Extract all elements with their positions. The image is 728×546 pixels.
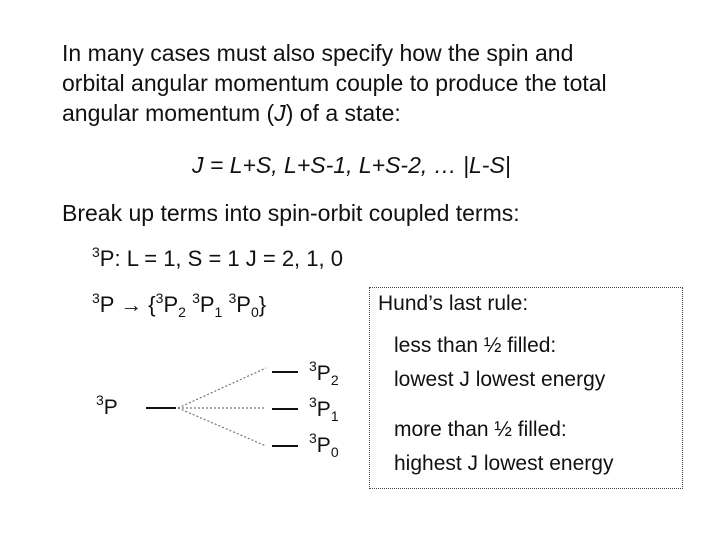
diagram-level-multiplicity: 3	[309, 430, 317, 446]
split-close-brace: }	[258, 292, 267, 317]
split-item-letter: P	[236, 292, 251, 317]
intro-line-3-end: ) of a state:	[285, 100, 401, 126]
split-arrow: → {	[114, 292, 156, 317]
split-item-letter: P	[199, 292, 215, 317]
term-multiplicity: 3	[92, 244, 100, 260]
split-item-letter: P	[163, 292, 179, 317]
hund-more-condition: more than ½ filled:	[394, 418, 567, 441]
split-item-j: 0	[250, 304, 259, 320]
diagram-level-j: 0	[330, 444, 339, 460]
diagram-level-letter: P	[316, 398, 331, 421]
intro-line-3: angular momentum (J) of a state:	[62, 98, 607, 128]
connector-dotted-line	[177, 367, 267, 409]
intro-line-3-start: angular momentum (	[62, 100, 275, 126]
hund-less-result: lowest J lowest energy	[394, 368, 606, 391]
coupling-equation-text: J = L+S, L+S-1, L+S-2, … |L-S|	[192, 152, 511, 178]
connector-dotted-line	[177, 407, 267, 447]
diagram-parent-letter: P	[103, 396, 118, 419]
hund-rule-box	[369, 287, 683, 489]
break-up-heading: Break up terms into spin-orbit coupled t…	[62, 200, 520, 226]
hund-rule-title: Hund’s last rule:	[378, 292, 529, 315]
split-item-multiplicity: 3	[192, 290, 200, 306]
split-item-multiplicity: 3	[228, 290, 237, 306]
diagram-parent-multiplicity: 3	[96, 392, 104, 408]
split-item-j: 1	[214, 304, 223, 320]
split-item-j: 2	[178, 304, 186, 320]
intro-line-1: In many cases must also specify how the …	[62, 40, 574, 66]
term-quantum-numbers: 3P: L = 1, S = 1 J = 2, 1, 0	[92, 244, 343, 272]
diagram-level-term: 3P0	[309, 431, 339, 460]
diagram-level-term: 3P2	[309, 359, 339, 388]
term-letter: P	[99, 246, 115, 271]
diagram-level-letter: P	[316, 362, 331, 385]
intro-j-symbol: J	[274, 100, 286, 126]
diagram-level-term: 3P1	[309, 395, 339, 424]
intro-line-2: orbital angular momentum couple to produ…	[62, 70, 607, 96]
diagram-level-j: 2	[330, 372, 339, 388]
diagram-level-multiplicity: 3	[309, 394, 317, 410]
hund-more-result: highest J lowest energy	[394, 452, 614, 475]
split-parent-letter: P	[99, 292, 115, 317]
intro-paragraph: In many cases must also specify how the …	[62, 38, 607, 128]
diagram-level-letter: P	[316, 434, 331, 457]
coupling-equation: J = L+S, L+S-1, L+S-2, … |L-S|	[192, 152, 511, 179]
hund-less-condition: less than ½ filled:	[394, 334, 557, 357]
split-item-multiplicity: 3	[155, 290, 164, 306]
term-quantum-values: : L = 1, S = 1 J = 2, 1, 0	[114, 246, 343, 271]
split-parent-multiplicity: 3	[92, 290, 100, 306]
diagram-level-multiplicity: 3	[309, 358, 317, 374]
term-splitting: 3P → {3P2 3P1 3P0}	[92, 290, 267, 320]
diagram-parent-term: 3P	[96, 393, 118, 420]
diagram-level-j: 1	[330, 408, 339, 424]
